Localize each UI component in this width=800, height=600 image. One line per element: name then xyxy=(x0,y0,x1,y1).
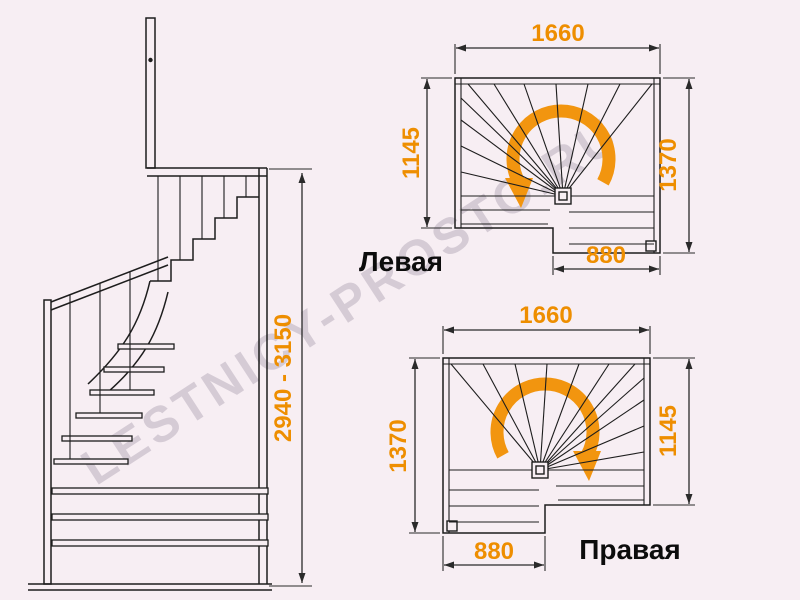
plan-view-right: 1660 1370 1145 880 Правая xyxy=(385,302,695,571)
plan-right-dimensions: 1660 1370 1145 880 xyxy=(385,302,695,571)
plan-left-outline xyxy=(454,77,661,254)
upper-flight-steps xyxy=(150,176,259,282)
upper-landing xyxy=(147,167,267,177)
plan-right-entry-width-dimension: 880 xyxy=(474,538,514,565)
plan-right-width-dimension: 1660 xyxy=(519,302,572,329)
plan-left-label: Левая xyxy=(359,246,443,277)
lower-flight-treads xyxy=(51,343,269,547)
height-dimension: 2940 - 3150 xyxy=(269,168,312,587)
plan-left-depth-left-dimension: 1145 xyxy=(398,127,425,179)
left-handrail xyxy=(43,256,169,585)
plan-left-winder-fan xyxy=(460,83,654,245)
plan-left-depth-right-dimension: 1370 xyxy=(655,138,682,191)
plan-right-label: Правая xyxy=(579,534,681,565)
plan-left-dimensions: 1660 1145 1370 880 xyxy=(398,20,695,275)
plan-right-rotation-arrow-cw xyxy=(490,377,601,481)
plan-left-width-dimension: 1660 xyxy=(531,20,584,47)
side-elevation-view: 2940 - 3150 xyxy=(28,17,312,591)
plan-left-rotation-arrow-ccw xyxy=(505,104,616,208)
plan-right-depth-left-dimension: 1370 xyxy=(385,419,412,472)
plan-view-left: 1660 1145 1370 880 Левая xyxy=(359,20,695,277)
plan-right-depth-right-dimension: 1145 xyxy=(655,405,682,457)
plan-right-winder-fan xyxy=(449,363,645,523)
top-newel-post xyxy=(145,17,156,169)
height-dimension-label: 2940 - 3150 xyxy=(270,314,297,442)
entry-newel-post xyxy=(446,520,458,532)
plan-left-entry-width-dimension: 880 xyxy=(586,242,626,269)
entry-newel-post xyxy=(645,240,657,252)
ground-line xyxy=(28,583,272,591)
